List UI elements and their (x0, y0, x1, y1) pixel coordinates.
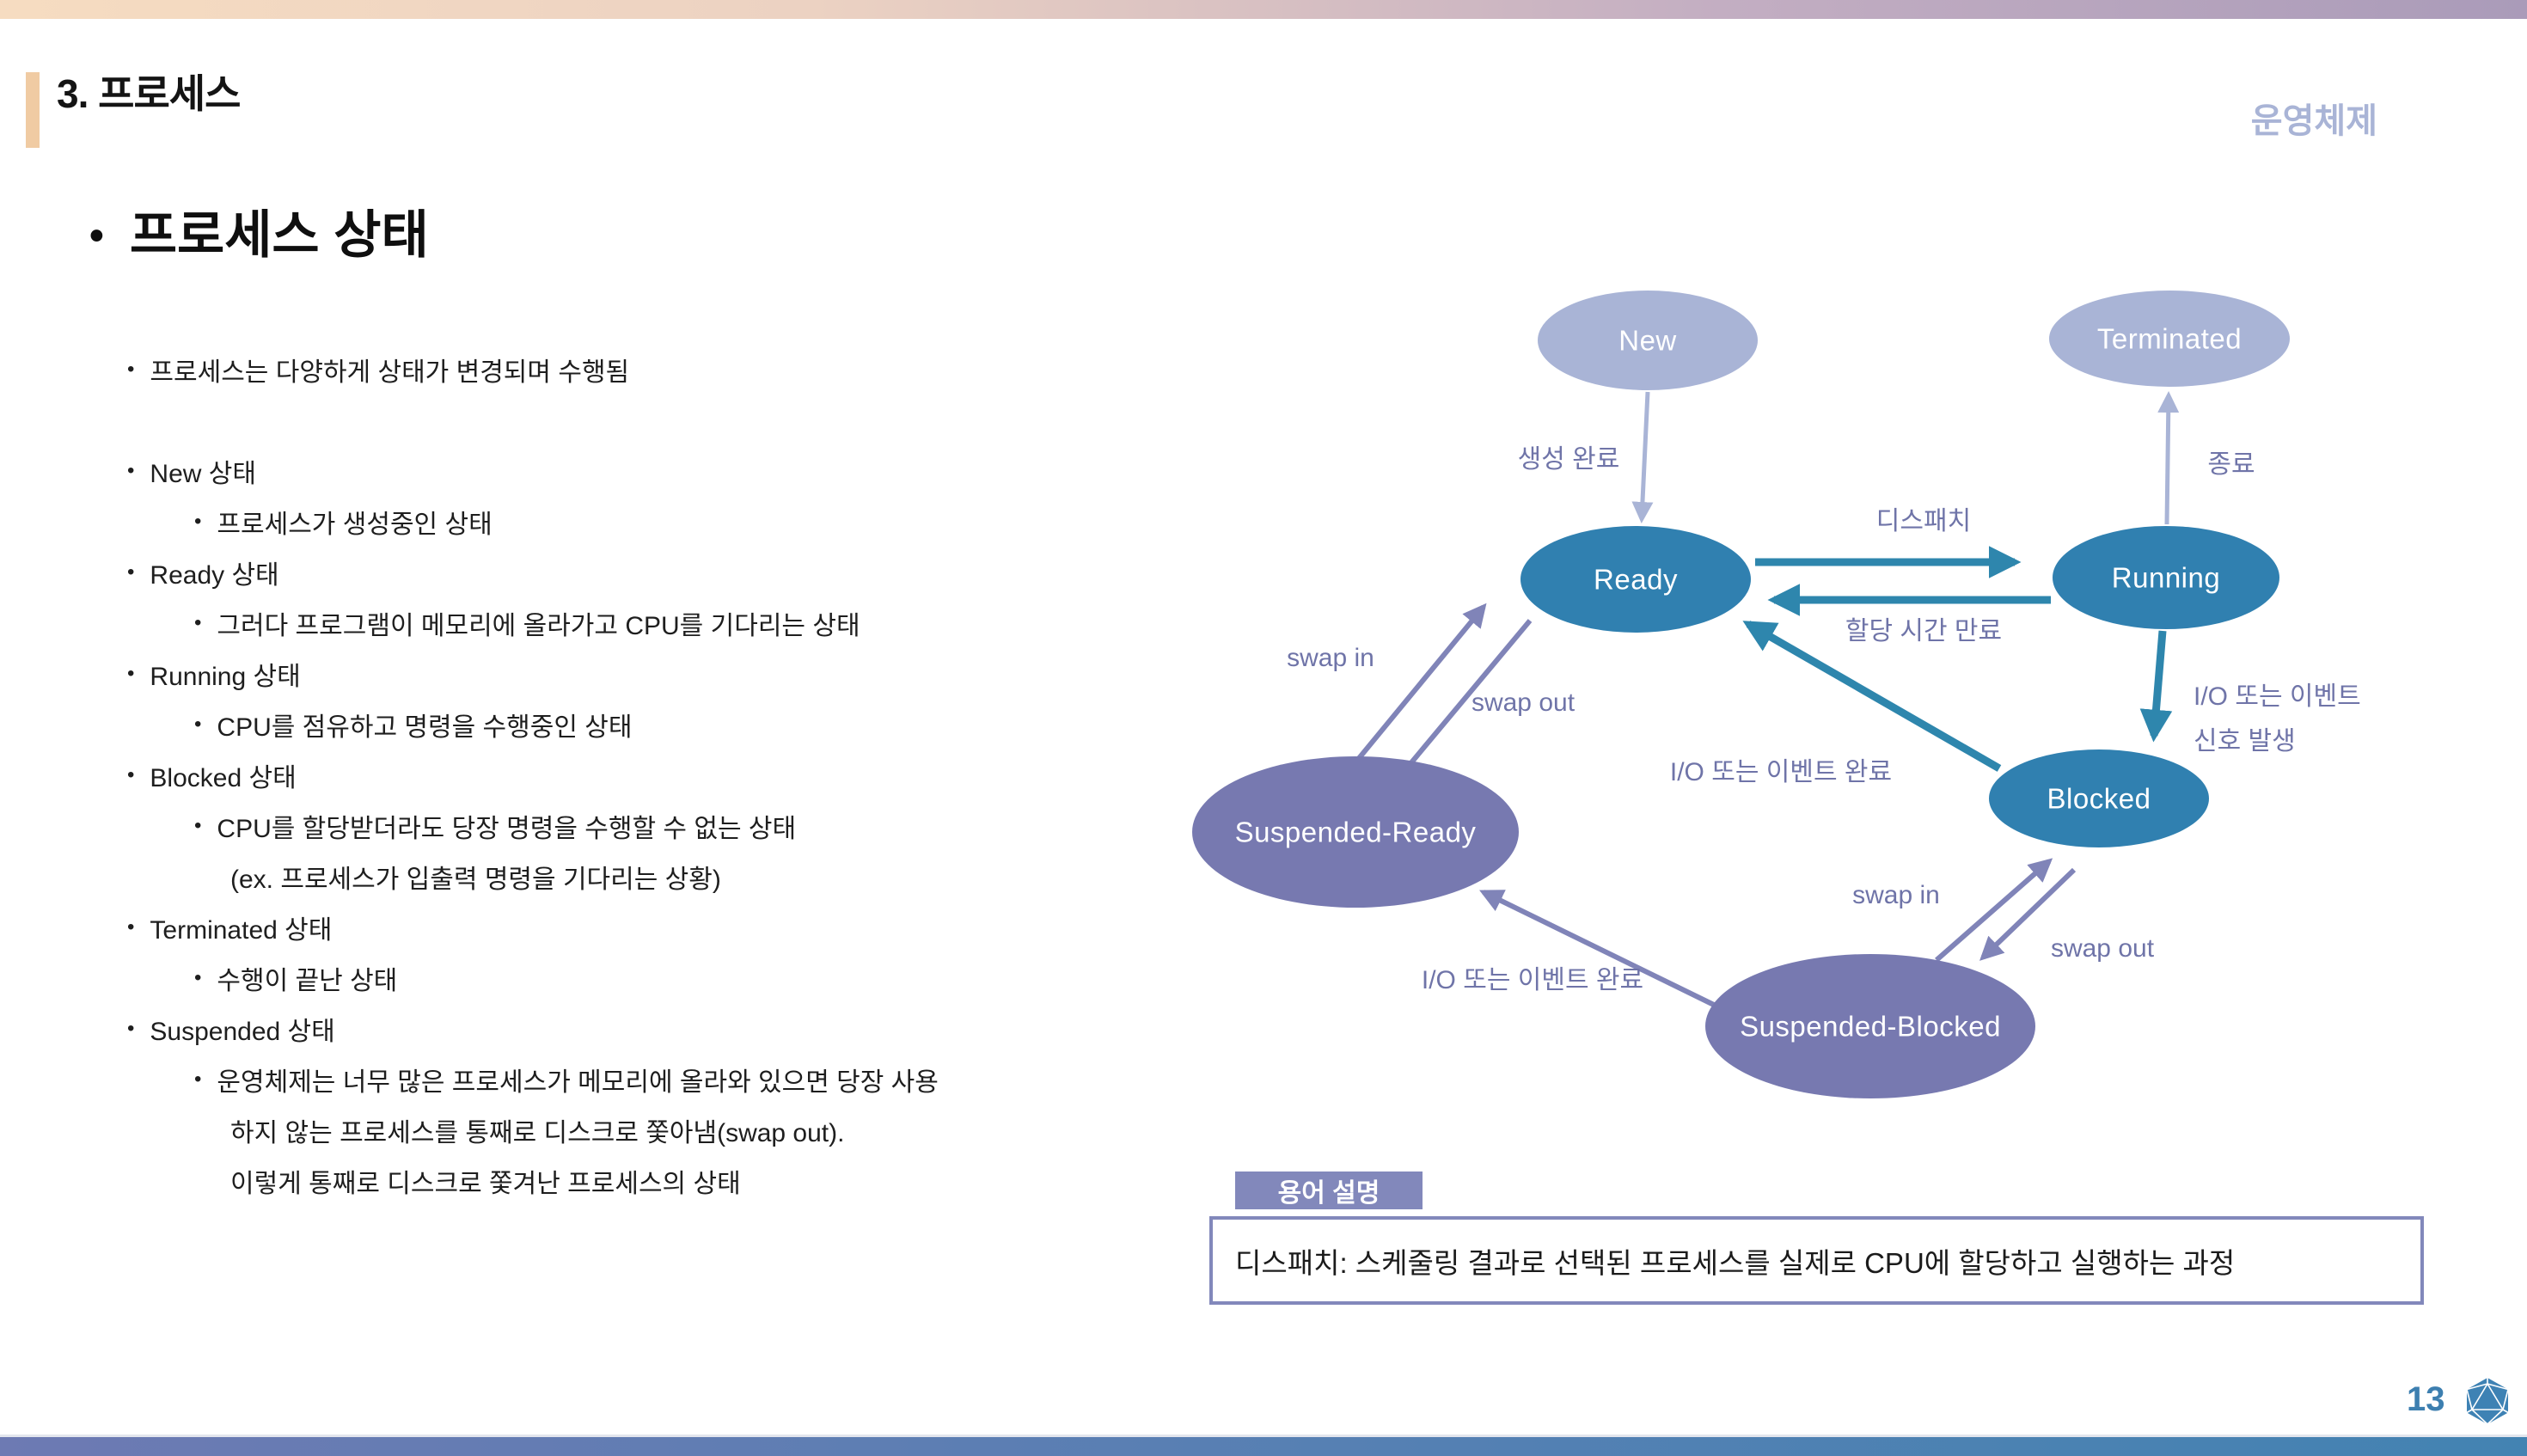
state-label-running: Running (2112, 562, 2220, 594)
bullet-subitem: 수행이 끝난 상태 (0, 952, 1221, 1003)
polyhedron-logo-icon (2462, 1375, 2513, 1427)
bullet-item: Ready 상태 (0, 547, 1221, 597)
spacer (0, 395, 1221, 445)
edge-label-swap-out-left: swap out (1472, 688, 1576, 717)
state-label-terminated: Terminated (2097, 323, 2242, 355)
edge-label-exit: 종료 (2207, 450, 2255, 479)
bullet-item: 프로세스는 다양하게 상태가 변경되며 수행됨 (0, 344, 1221, 395)
page-title: 프로세스 상태 (89, 205, 429, 267)
glossary-box: 디스패치: 스케줄링 결과로 선택된 프로세스를 실제로 CPU에 할당하고 실… (1209, 1216, 2424, 1305)
bullet-subitem: 프로세스가 생성중인 상태 (0, 496, 1221, 547)
glossary-text: 디스패치: 스케줄링 결과로 선택된 프로세스를 실제로 CPU에 할당하고 실… (1235, 1246, 2236, 1279)
state-node-new (1538, 291, 1758, 390)
edge-label-dispatch: 디스패치 (1876, 507, 1971, 535)
state-node-blocked (1989, 749, 2209, 847)
process-state-diagram: New Terminated Ready Running Blocked Sus… (1186, 275, 2527, 1169)
arrow-swap-out-right (1979, 867, 2077, 961)
bullet-item: Blocked 상태 (0, 749, 1221, 800)
title-accent-bar (26, 72, 40, 148)
page-number: 13 (2407, 1380, 2445, 1418)
edge-label-swap-out-right: swap out (2051, 934, 2155, 963)
state-label-ready: Ready (1594, 564, 1678, 596)
arrow-running-to-blocked (2139, 630, 2173, 743)
bullet-subitem: 운영체제는 너무 많은 프로세스가 메모리에 올라와 있으면 당장 사용 (0, 1054, 1221, 1104)
state-node-suspended-blocked (1705, 954, 2035, 1098)
edge-label-swap-in-left: swap in (1287, 644, 1374, 672)
course-label: 운영체제 (2250, 102, 2377, 140)
edge-label-io-done-mid: I/O 또는 이벤트 완료 (1670, 758, 1892, 786)
bullet-subitem: CPU를 점유하고 명령을 수행중인 상태 (0, 699, 1221, 749)
top-gradient-bar (0, 0, 2527, 19)
bullet-item: Terminated 상태 (0, 902, 1221, 952)
arrow-suspblocked-to-suspready (1479, 890, 1721, 1010)
state-node-suspended-ready (1192, 756, 1519, 908)
edge-label-io-signal-line1: I/O 또는 이벤트 (2194, 682, 2361, 711)
edge-label-creation-done: 생성 완료 (1518, 445, 1620, 474)
bullet-continuation: 이렇게 통째로 디스크로 쫓겨난 프로세스의 상태 (230, 1169, 741, 1198)
arrow-swap-in-left (1345, 603, 1487, 774)
bullet-continuation: 하지 않는 프로세스를 통째로 디스크로 쫓아냄(swap out). (230, 1118, 845, 1147)
bullet-subitem: 그러다 프로그램이 메모리에 올라가고 CPU를 기다리는 상태 (0, 597, 1221, 648)
footer-divider (0, 1435, 2527, 1437)
bullet-item: Running 상태 (0, 648, 1221, 699)
bullet-item: New 상태 (0, 445, 1221, 496)
bullet-list: 프로세스는 다양하게 상태가 변경되며 수행됨 New 상태 프로세스가 생성중… (0, 344, 1221, 1206)
bullet-subitem: CPU를 할당받더라도 당장 명령을 수행할 수 없는 상태 (0, 800, 1221, 851)
state-label-new: New (1618, 325, 1677, 357)
state-diagram-svg: New Terminated Ready Running Blocked Sus… (1192, 291, 2361, 1098)
state-label-suspended-blocked: Suspended-Blocked (1740, 1011, 2001, 1043)
arrow-swap-out-left (1387, 619, 1533, 792)
state-node-ready (1520, 526, 1751, 633)
edge-label-quantum-expired: 할당 시간 만료 (1845, 617, 2002, 645)
state-label-suspended-ready: Suspended-Ready (1235, 817, 1477, 848)
state-label-blocked: Blocked (2047, 783, 2151, 815)
bullet-continuation: (ex. 프로세스가 입출력 명령을 기다리는 상황) (230, 865, 721, 894)
section-title: 3. 프로세스 (57, 71, 241, 116)
bottom-gradient-bar (0, 1437, 2527, 1456)
state-node-terminated (2049, 291, 2290, 387)
edge-label-swap-in-right: swap in (1852, 881, 1940, 909)
edge-label-io-done-bottom: I/O 또는 이벤트 완료 (1422, 966, 1643, 994)
arrow-new-to-ready (1631, 391, 1654, 523)
edge-label-io-signal-line2: 신호 발생 (2194, 727, 2296, 756)
arrow-running-to-terminated (2157, 391, 2180, 525)
arrow-blocked-to-ready (1742, 621, 2002, 772)
arrow-swap-in-right (1935, 858, 2053, 963)
state-node-running (2053, 526, 2279, 629)
glossary-tab: 용어 설명 (1235, 1172, 1423, 1209)
bullet-item: Suspended 상태 (0, 1003, 1221, 1054)
